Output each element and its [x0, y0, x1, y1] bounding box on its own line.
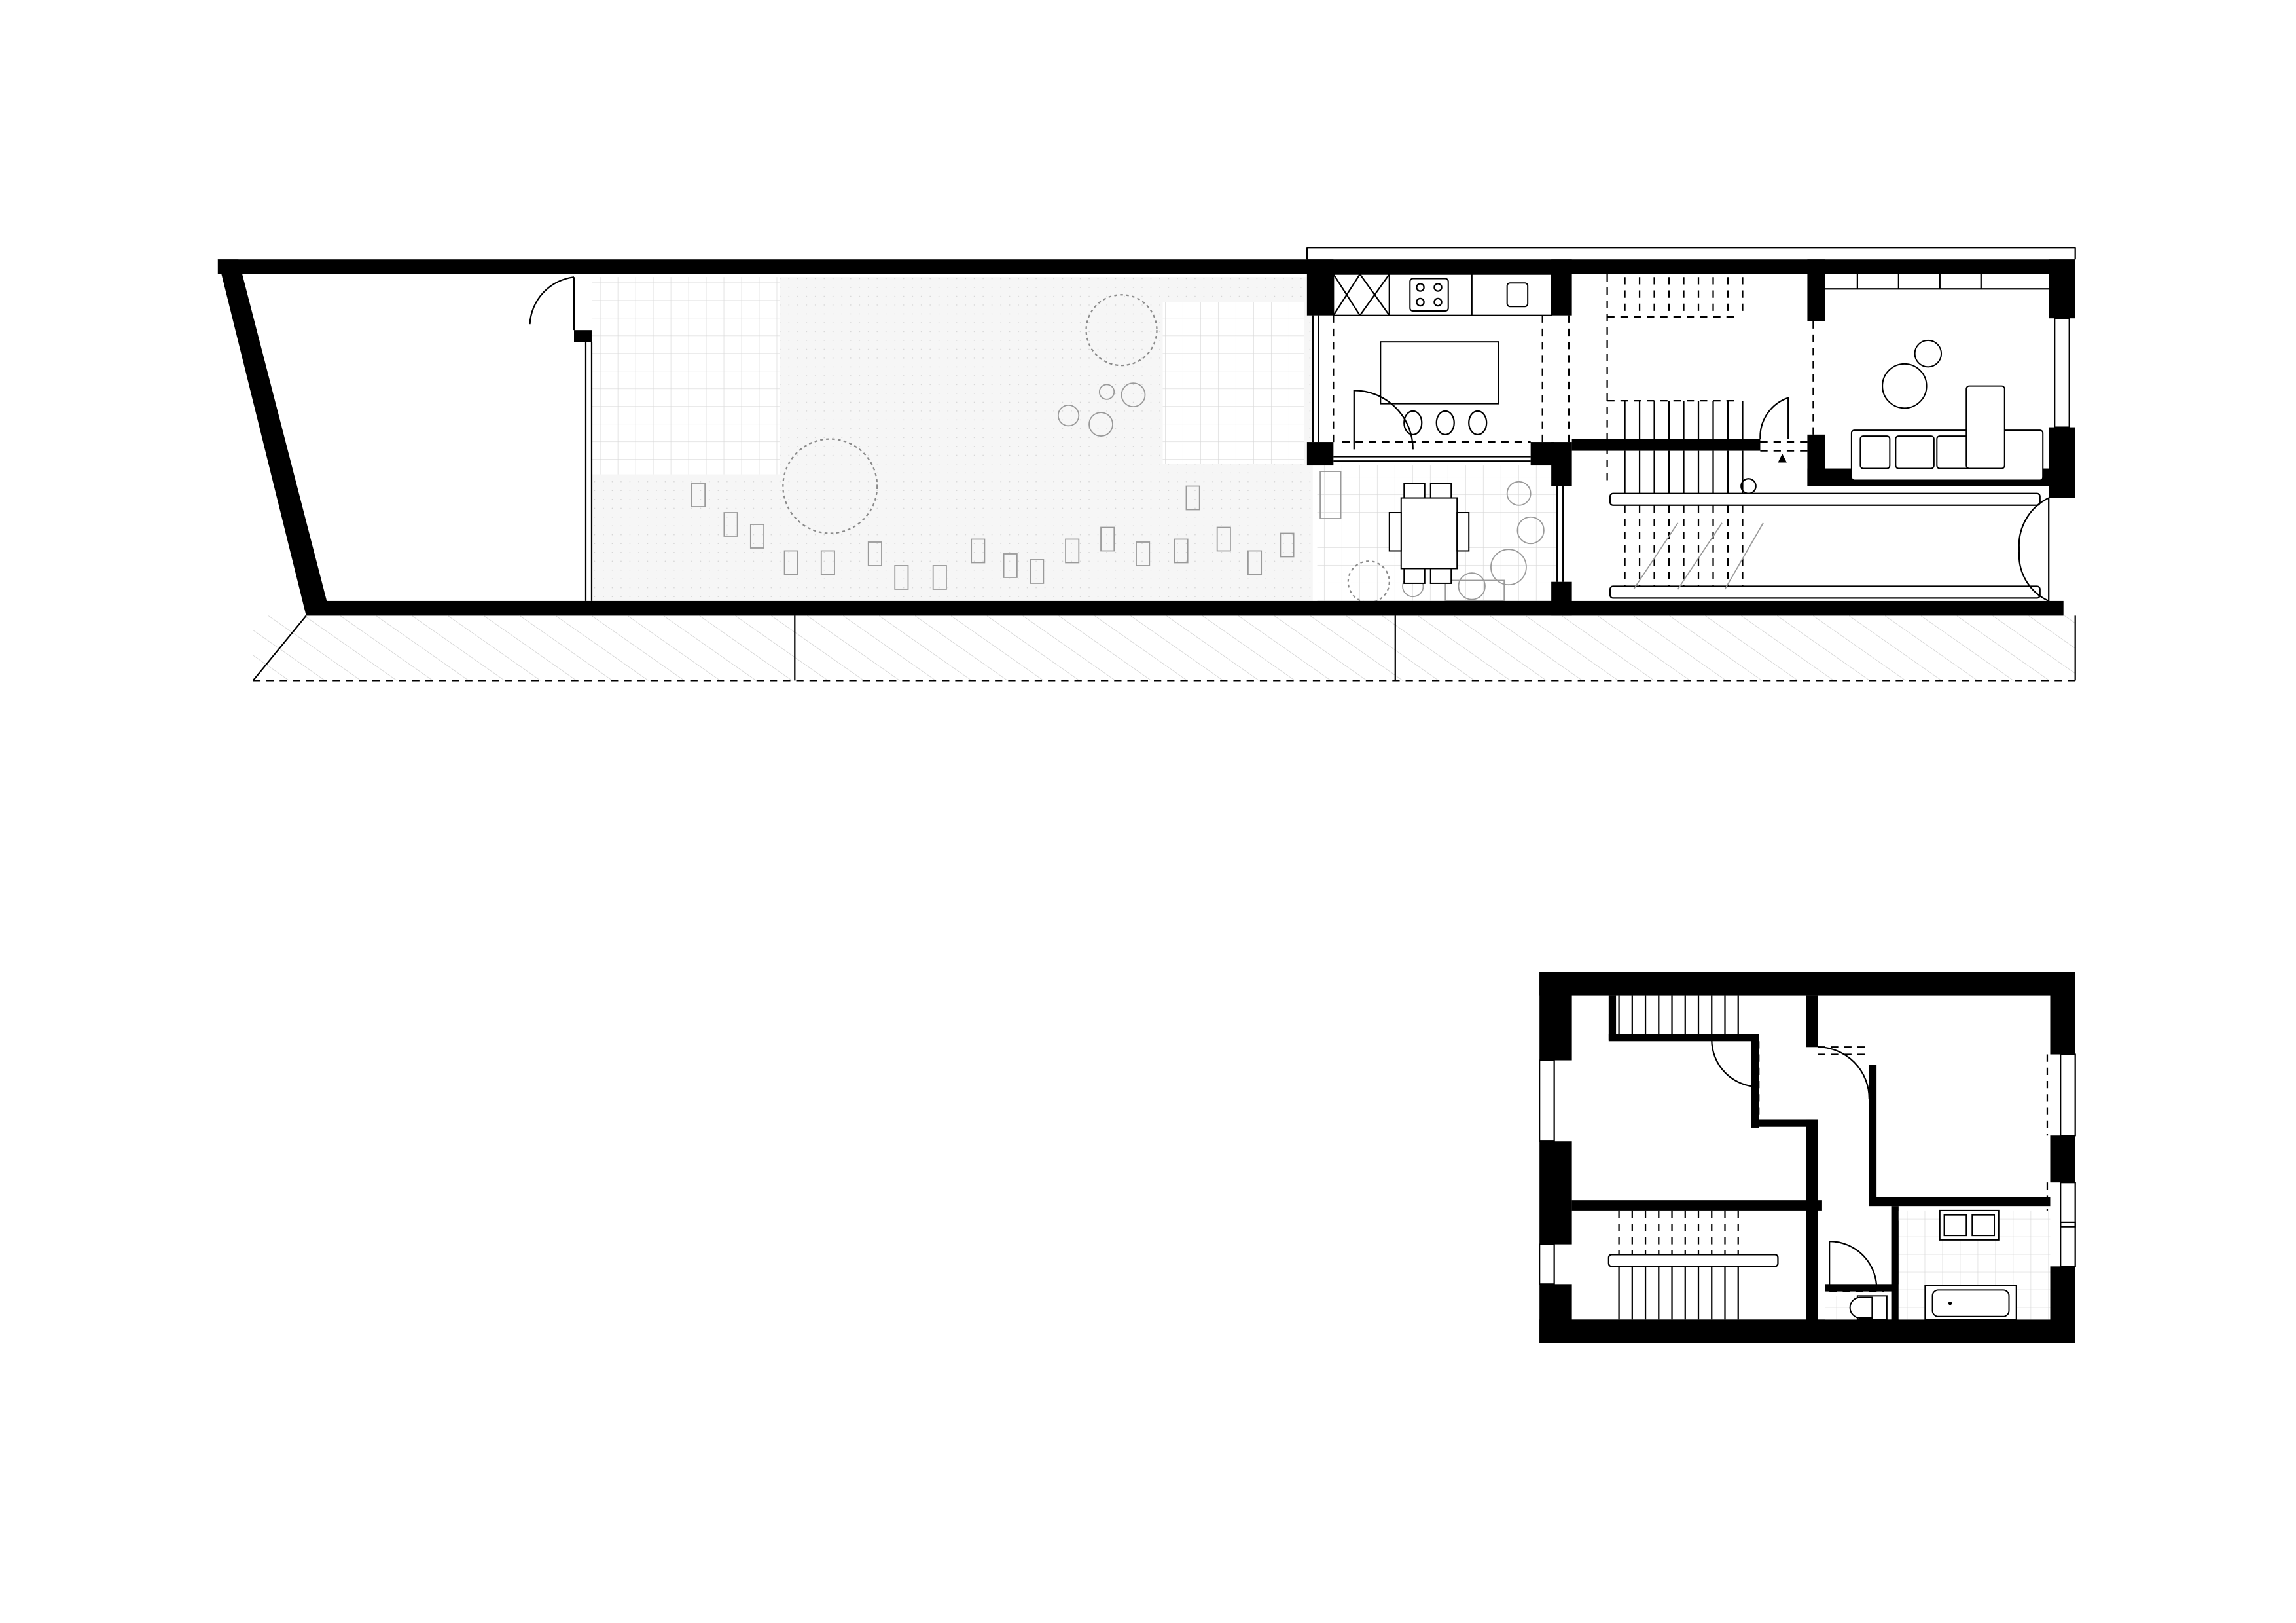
stepping-stone [723, 512, 738, 537]
side-table [1914, 339, 1943, 368]
cooktop-icon [1409, 278, 1449, 312]
stepping-stone [867, 541, 882, 566]
stepping-stone [749, 524, 764, 549]
dining-table [1388, 483, 1470, 584]
stepping-stone [1136, 541, 1151, 566]
arrow-up-icon [1778, 454, 1787, 463]
stepping-stone [894, 565, 909, 590]
bicycles [1633, 522, 1764, 590]
upper-floor-plan [1539, 972, 2076, 1343]
window [1539, 1059, 1555, 1142]
window [2054, 318, 2070, 428]
stepping-stone [1280, 532, 1295, 558]
door-swing [529, 276, 575, 331]
stepping-stone [1216, 526, 1231, 552]
door-swing [1353, 390, 1414, 450]
bar-stools [1403, 410, 1488, 435]
top-wall [217, 259, 2075, 274]
stepping-stone [971, 538, 986, 564]
kitchen-island [1380, 341, 1499, 405]
window [2060, 1182, 2076, 1228]
right-wall-lower [2049, 427, 2075, 498]
garden-tile-patch-left [591, 277, 780, 475]
stepping-stone [1030, 559, 1045, 584]
sidewalk [253, 615, 2075, 681]
window [2060, 1221, 2076, 1267]
door-swing [1818, 1046, 1870, 1099]
door-swing [1711, 1040, 1759, 1088]
left-slanted-wall [217, 259, 327, 616]
window [1539, 1243, 1555, 1285]
stepping-stone [1065, 538, 1080, 564]
tree-icon [1085, 294, 1158, 367]
stepping-stone [820, 550, 835, 575]
bottom-wall [306, 600, 2064, 616]
stepping-stone [1003, 553, 1018, 578]
shrub-icon [1057, 382, 1545, 602]
tree-icon [782, 438, 878, 534]
door-swing [1829, 1241, 1878, 1292]
stepping-stone [1174, 538, 1189, 564]
upper-staircase [1618, 995, 1739, 1320]
stepping-stone [1185, 485, 1200, 511]
stepping-stone [1100, 526, 1115, 552]
window [2060, 1053, 2076, 1137]
entrance-door [2018, 497, 2050, 604]
door-swing [1759, 397, 1789, 439]
toilet-icon [1849, 1295, 1888, 1321]
sofa [1850, 385, 2044, 481]
sink-icon [1506, 282, 1529, 308]
stepping-stone [691, 483, 706, 507]
staircase [1624, 277, 1744, 587]
stepping-stones [691, 483, 1295, 590]
stepping-stone [932, 565, 947, 590]
ground-floor-plan [217, 247, 2076, 682]
coffee-table [1882, 363, 1928, 409]
right-wall-upper [2049, 259, 2075, 319]
garden-tile-patch-right [1162, 302, 1304, 464]
double-sink [1939, 1209, 2000, 1241]
bathtub [1924, 1285, 2017, 1321]
stepping-stone [1247, 550, 1263, 575]
stepping-stone [783, 550, 798, 575]
